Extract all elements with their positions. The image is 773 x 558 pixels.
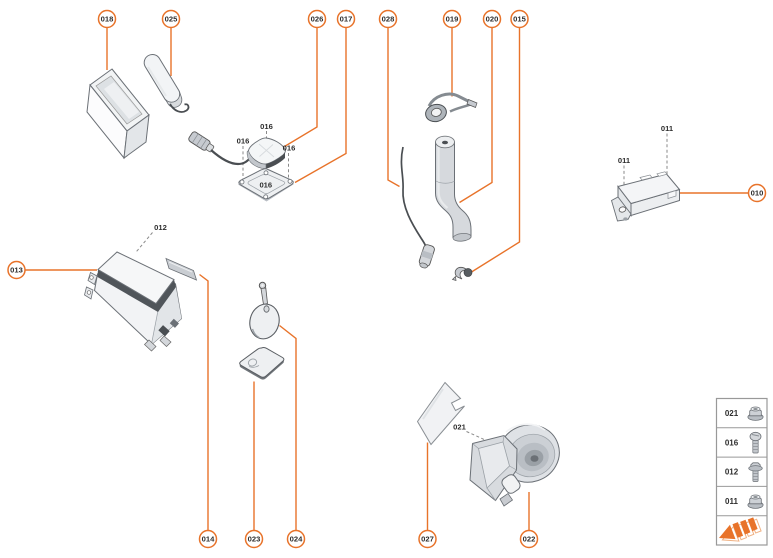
svg-text:020[interactable]: 020 <box>486 15 499 24</box>
label-016-left: 016 <box>237 137 250 146</box>
svg-text:012: 012 <box>725 468 739 477</box>
svg-text:026[interactable]: 026 <box>311 15 324 24</box>
label-011-top: 011 <box>661 124 674 133</box>
callout-015[interactable]: 015 <box>510 9 529 29</box>
key-card-part <box>239 346 285 380</box>
svg-text:018[interactable]: 018 <box>101 15 114 24</box>
part-labels: 016 016 016 016 011 011 012 021 <box>154 122 674 432</box>
callout-023[interactable]: 023 <box>244 529 264 549</box>
callout-026[interactable]: 026 <box>307 9 327 29</box>
leader-024 <box>279 324 297 531</box>
svg-text:013[interactable]: 013 <box>10 266 23 275</box>
dash-012 <box>136 232 153 252</box>
antenna-cable-part <box>400 146 435 269</box>
svg-text:024[interactable]: 024 <box>290 535 303 544</box>
svg-text:019[interactable]: 019 <box>446 15 459 24</box>
clamp-part <box>425 92 478 123</box>
direction-arrow-icon <box>719 517 762 542</box>
svg-text:015[interactable]: 015 <box>513 15 526 24</box>
mounting-plate-part <box>238 168 294 202</box>
callout-010[interactable]: 010 <box>747 183 767 203</box>
leader-lines <box>25 27 749 531</box>
leader-014 <box>199 273 209 531</box>
label-011-left: 011 <box>618 156 631 165</box>
callout-020[interactable]: 020 <box>482 9 502 29</box>
gps-antenna-part <box>188 131 286 169</box>
fastener-legend-table: 021 016 012 <box>715 397 768 546</box>
svg-text:010[interactable]: 010 <box>751 189 764 198</box>
leader-015 <box>471 27 521 273</box>
svg-text:017[interactable]: 017 <box>340 15 353 24</box>
svg-text:025[interactable]: 025 <box>165 15 178 24</box>
svg-text:028[interactable]: 028 <box>382 15 395 24</box>
callout-014[interactable]: 014 <box>198 529 218 549</box>
key-fob-part <box>249 281 280 340</box>
svg-text:023[interactable]: 023 <box>248 535 261 544</box>
svg-text:027[interactable]: 027 <box>421 535 434 544</box>
callout-027[interactable]: 027 <box>418 529 437 549</box>
legend-row-012: 012 <box>725 462 763 482</box>
label-012: 012 <box>154 223 167 232</box>
clip-part <box>451 266 473 281</box>
legend-row-011: 011 <box>725 494 764 509</box>
callout-019[interactable]: 019 <box>442 9 462 29</box>
callout-022[interactable]: 022 <box>519 529 539 549</box>
svg-text:014[interactable]: 014 <box>202 535 215 544</box>
antenna-cable-connector <box>188 131 215 153</box>
flange-nut-icon <box>747 406 764 421</box>
svg-text:016: 016 <box>725 438 739 447</box>
flange-nut-icon <box>747 494 764 509</box>
leader-026 <box>284 27 318 148</box>
callout-025[interactable]: 025 <box>161 9 181 29</box>
callout-013[interactable]: 013 <box>7 260 26 280</box>
legend-row-021: 021 <box>725 406 764 421</box>
storage-tray-part <box>86 68 150 160</box>
antenna-mast-part <box>143 54 190 113</box>
control-unit-part <box>610 171 681 222</box>
label-021: 021 <box>453 423 466 432</box>
hose-part <box>435 135 472 242</box>
callout-018[interactable]: 018 <box>97 9 117 29</box>
dashed-lines <box>136 131 668 454</box>
svg-text:011: 011 <box>725 497 738 506</box>
callout-024[interactable]: 024 <box>286 529 306 549</box>
svg-text:022[interactable]: 022 <box>523 535 536 544</box>
leader-020 <box>459 27 493 204</box>
leader-017 <box>294 27 347 184</box>
leader-028 <box>387 27 400 188</box>
callout-028[interactable]: 028 <box>378 9 398 29</box>
legend-row-016: 016 <box>725 431 762 454</box>
callout-017[interactable]: 017 <box>336 9 356 29</box>
label-016-top: 016 <box>260 122 273 131</box>
horn-part <box>469 423 560 507</box>
callout-badges: 018 025 026 017 028 019 020 015 <box>7 9 767 549</box>
label-016-right: 016 <box>283 144 296 153</box>
label-016-plate: 016 <box>259 180 272 189</box>
pan-head-screw-icon <box>749 431 762 454</box>
blade-part <box>165 257 198 281</box>
control-module-part <box>84 251 183 352</box>
flange-bolt-icon <box>748 462 763 482</box>
bracket-part <box>416 381 465 446</box>
svg-text:021: 021 <box>725 409 739 418</box>
